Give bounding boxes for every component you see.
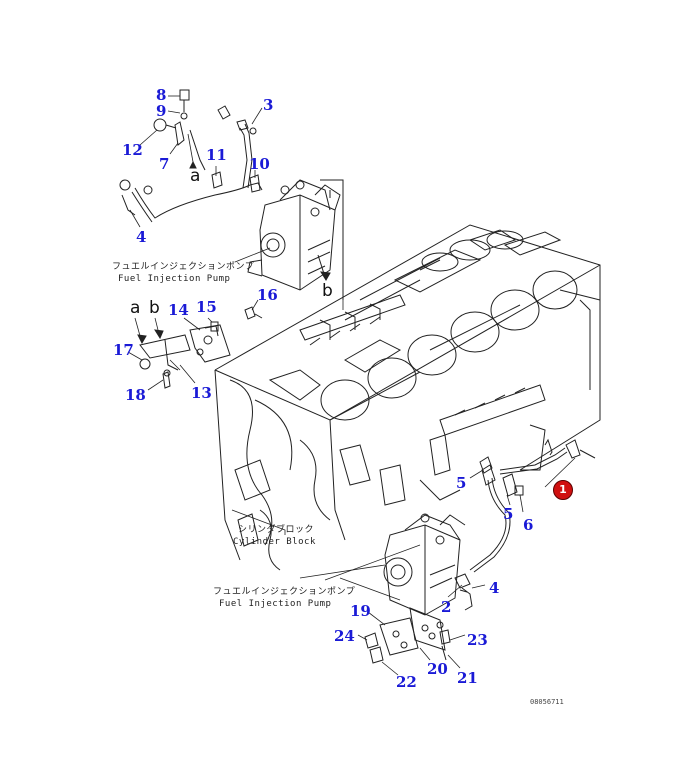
reference-letter-a-bracket: a — [130, 298, 141, 318]
upper-pump-label-en: Fuel Injection Pump — [118, 274, 231, 284]
callout-2[interactable]: 2 — [441, 598, 452, 616]
intake-runners — [299, 294, 546, 476]
upper-fuel-line — [119, 179, 263, 223]
callout-17[interactable]: 17 — [113, 341, 134, 359]
callout-7[interactable]: 7 — [159, 155, 170, 173]
callout-13[interactable]: 13 — [191, 384, 212, 402]
callout-6[interactable]: 6 — [523, 516, 534, 534]
callout-5-left[interactable]: 5 — [456, 474, 467, 492]
callout-21[interactable]: 21 — [457, 669, 478, 687]
reference-letter-b-bracket: b — [149, 298, 160, 318]
lower-fuel-injection-pump — [383, 513, 466, 651]
upper-pump-label-jp: フュエルインジェクションポンプ — [112, 262, 255, 272]
callout-19[interactable]: 19 — [350, 602, 371, 620]
reference-arrows — [137, 160, 331, 345]
drawing-code: 08056711 — [530, 698, 564, 706]
cylinder-block — [214, 224, 601, 571]
callout-22[interactable]: 22 — [396, 673, 417, 691]
lower-fuel-line — [469, 438, 596, 573]
callout-12[interactable]: 12 — [122, 141, 143, 159]
highlighted-part-1-badge[interactable]: 1 — [553, 480, 573, 500]
callout-8[interactable]: 8 — [156, 86, 167, 104]
callout-4-lower[interactable]: 4 — [489, 579, 500, 597]
small-parts-bottom — [364, 573, 473, 664]
bracket-assembly — [139, 306, 263, 389]
reference-letter-a-upper: a — [190, 166, 201, 186]
cylinder-block-label-en: Cylinder Block — [233, 537, 316, 547]
callout-5-right[interactable]: 5 — [503, 505, 514, 523]
callout-15[interactable]: 15 — [196, 298, 217, 316]
callout-23[interactable]: 23 — [467, 631, 488, 649]
callout-20[interactable]: 20 — [427, 660, 448, 678]
callout-3[interactable]: 3 — [263, 96, 274, 114]
lower-pump-label-en: Fuel Injection Pump — [219, 599, 332, 609]
callout-24[interactable]: 24 — [334, 627, 355, 645]
reference-letter-b-upper: b — [322, 281, 333, 301]
callout-18[interactable]: 18 — [125, 386, 146, 404]
upper-pipe-3 — [217, 105, 257, 189]
small-parts-top — [153, 89, 344, 300]
callout-14[interactable]: 14 — [168, 301, 189, 319]
leader-lines — [127, 95, 576, 676]
lower-pump-label-jp: フュエルインジェクションポンプ — [213, 587, 356, 597]
callout-9[interactable]: 9 — [156, 102, 167, 120]
cylinder-block-label-jp: シリンダブロック — [238, 525, 315, 535]
cylinder-bores — [320, 230, 578, 421]
callout-10[interactable]: 10 — [249, 155, 270, 173]
callout-16[interactable]: 16 — [257, 286, 278, 304]
callout-4-upper[interactable]: 4 — [136, 228, 147, 246]
callout-11[interactable]: 11 — [206, 146, 227, 164]
